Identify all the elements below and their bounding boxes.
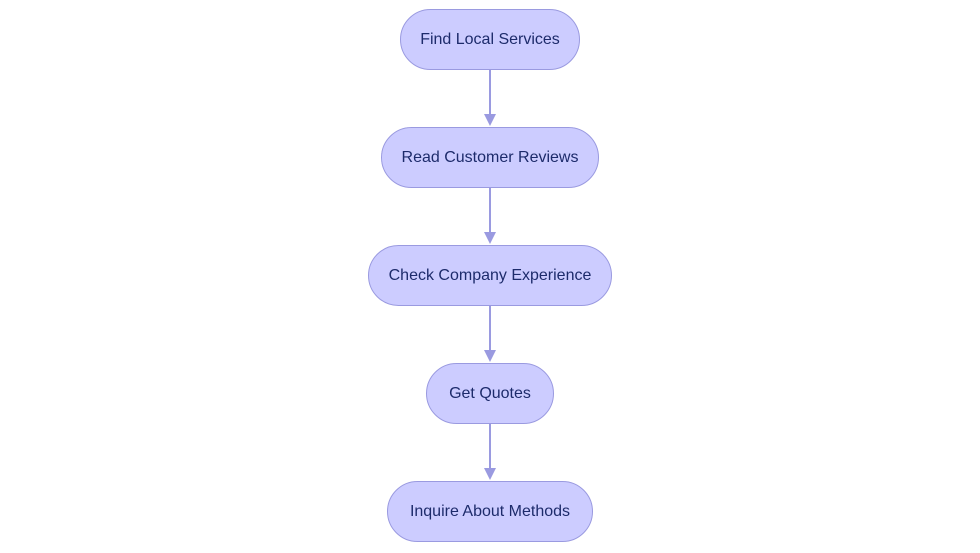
node-find-local-services: Find Local Services bbox=[400, 9, 580, 70]
arrowhead-icon bbox=[484, 232, 496, 244]
arrowhead-icon bbox=[484, 350, 496, 362]
node-label: Find Local Services bbox=[420, 30, 560, 48]
node-get-quotes: Get Quotes bbox=[426, 363, 554, 424]
node-label: Get Quotes bbox=[449, 384, 531, 402]
node-read-customer-reviews: Read Customer Reviews bbox=[381, 127, 599, 188]
node-label: Check Company Experience bbox=[388, 266, 592, 284]
node-label: Read Customer Reviews bbox=[401, 148, 579, 166]
node-label: Inquire About Methods bbox=[409, 502, 571, 520]
node-check-company-experience: Check Company Experience bbox=[368, 245, 612, 306]
arrowhead-icon bbox=[484, 114, 496, 126]
arrowhead-icon bbox=[484, 468, 496, 480]
node-inquire-about-methods: Inquire About Methods bbox=[387, 481, 593, 542]
